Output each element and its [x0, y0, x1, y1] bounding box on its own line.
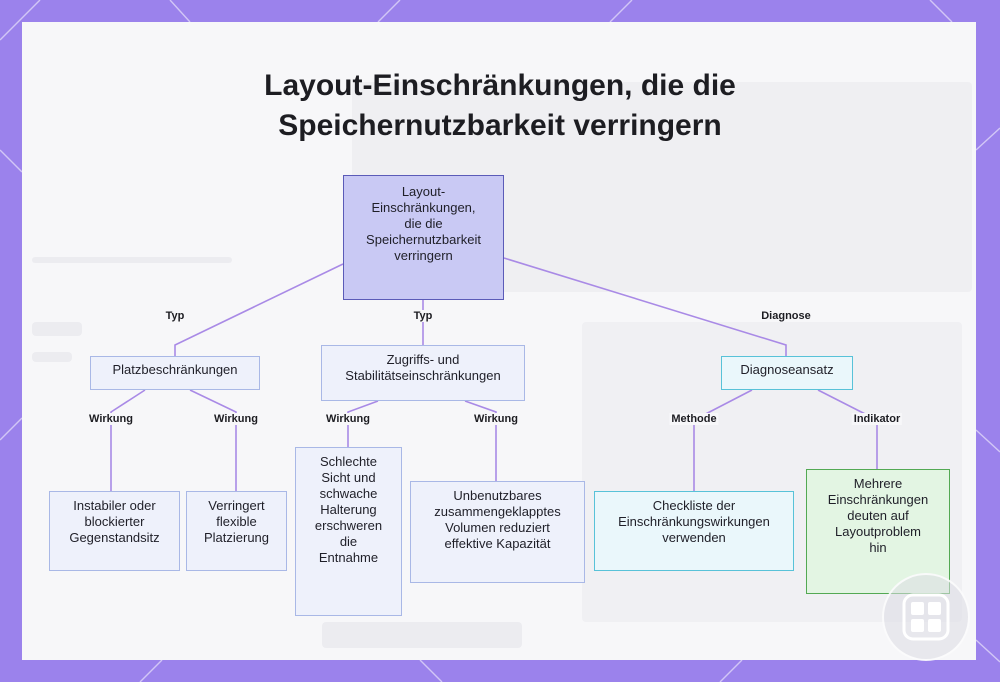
node-root: Layout- Einschränkungen, die die Speiche… [343, 175, 504, 300]
edge-label-indikator: Indikator [852, 413, 902, 425]
node-space-constraints: Platzbeschränkungen [90, 356, 260, 390]
edge-diagnosis-checklist [694, 390, 752, 491]
node-access-stability: Zugriffs- und Stabilitätseinschränkungen [321, 345, 525, 401]
node-root-text: Layout- Einschränkungen, die die Speiche… [366, 184, 481, 264]
edge-space-unstable [111, 390, 145, 491]
node-unusable-volume: Unbenutzbares zusammengeklapptes Volumen… [410, 481, 585, 583]
edge-root-diagnosis [504, 258, 786, 356]
watermark-badge [882, 573, 970, 661]
edge-label-wirkung-4: Wirkung [472, 413, 520, 425]
edge-label-typ-left: Typ [164, 310, 187, 322]
node-flexible-placement: Verringert flexible Platzierung [186, 491, 287, 571]
edge-label-methode: Methode [669, 413, 718, 425]
grid-icon [884, 575, 968, 659]
edge-label-wirkung-2: Wirkung [212, 413, 260, 425]
node-poor-visibility: Schlechte Sicht und schwache Halterung e… [295, 447, 402, 616]
edge-space-flexible [190, 390, 236, 491]
edge-label-typ-mid: Typ [412, 310, 435, 322]
node-unstable-seat: Instabiler oder blockierter Gegenstandsi… [49, 491, 180, 571]
edge-root-space [175, 264, 343, 356]
edge-label-diagnose: Diagnose [759, 310, 813, 322]
node-checklist: Checkliste der Einschränkungswirkungen v… [594, 491, 794, 571]
node-diagnosis-approach: Diagnoseansatz [721, 356, 853, 390]
edge-label-wirkung-1: Wirkung [87, 413, 135, 425]
edge-label-wirkung-3: Wirkung [324, 413, 372, 425]
edge-diagnosis-multiple [818, 390, 877, 469]
